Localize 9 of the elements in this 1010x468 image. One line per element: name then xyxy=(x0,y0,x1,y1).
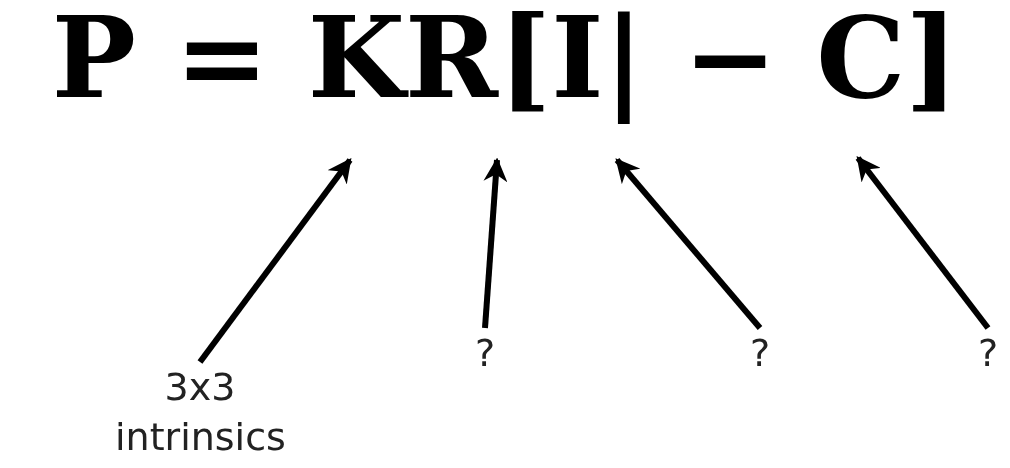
annotation-text: ? xyxy=(740,328,780,378)
leader-arrow xyxy=(855,156,991,330)
leader-arrow xyxy=(614,158,763,330)
annotation-text: 3x3 intrinsics xyxy=(115,362,285,462)
annotation-text: ? xyxy=(465,328,505,378)
leader-arrow xyxy=(482,157,508,329)
annotation-text: ? xyxy=(968,328,1008,378)
equation: P = KR[I| − C] xyxy=(50,0,960,123)
leader-arrow xyxy=(197,158,353,364)
